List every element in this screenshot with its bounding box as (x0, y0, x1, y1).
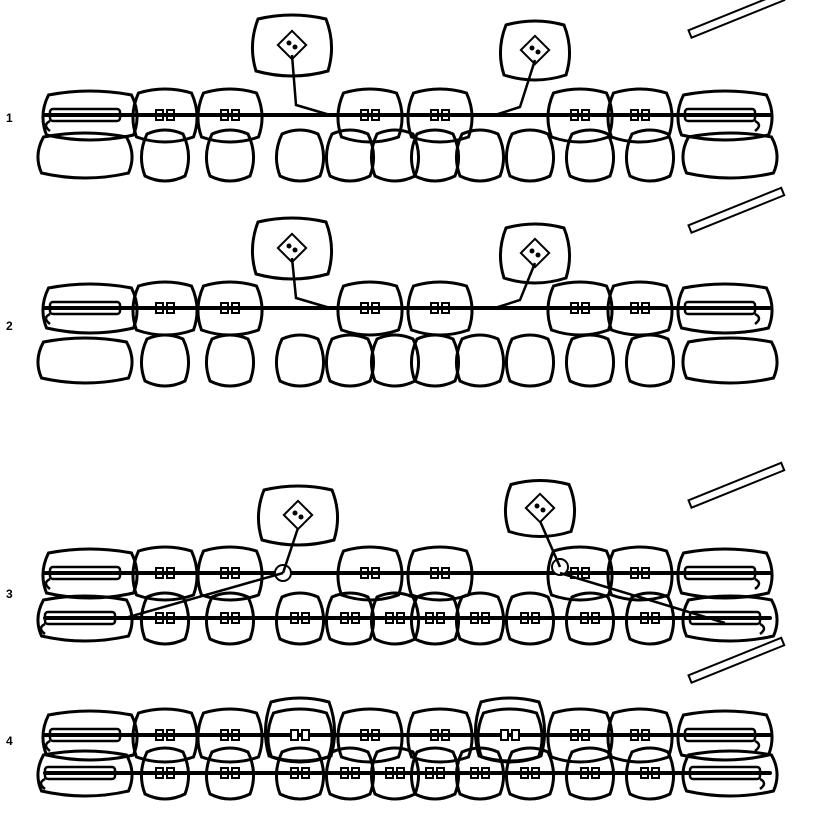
aligned-canine (265, 698, 334, 761)
traction-ligature (283, 528, 298, 573)
stage-label: 2 (6, 319, 13, 333)
lower-tooth (141, 130, 188, 181)
bonded-attachment (278, 234, 306, 262)
bonded-attachment (521, 36, 549, 64)
hook (755, 579, 759, 589)
archwire-sample (689, 188, 785, 233)
hook (755, 741, 759, 751)
hook (46, 579, 50, 589)
hook (41, 779, 45, 789)
traction-ligature (292, 55, 330, 115)
hook (755, 121, 759, 131)
bonded-attachment (521, 239, 549, 267)
upper-arch (43, 547, 772, 600)
archwire-sample (689, 463, 785, 508)
stage-label: 3 (6, 587, 13, 601)
aligned-canine (475, 698, 544, 761)
upper-arch (43, 89, 772, 142)
panel-1: 1 (6, 0, 784, 181)
lower-tooth (206, 130, 253, 181)
archwire-sample (689, 638, 785, 683)
bonded-attachment (284, 501, 312, 529)
hook (760, 779, 764, 789)
lower-tooth (141, 335, 188, 386)
lower-tooth (206, 335, 253, 386)
lower-tooth (506, 335, 553, 386)
stage-label: 4 (6, 734, 13, 748)
lower-tooth (626, 335, 673, 386)
panel-4: 4 (6, 638, 784, 799)
lower-tooth (566, 335, 613, 386)
hook (46, 741, 50, 751)
lower-tooth (326, 335, 373, 386)
archwire-sample (689, 0, 785, 38)
upper-arch (43, 282, 772, 335)
lower-arch (38, 335, 777, 386)
lower-molar (38, 338, 132, 383)
panel-3: 3 (6, 463, 784, 644)
hook (46, 121, 50, 131)
lower-molar (683, 338, 777, 383)
hook (760, 624, 764, 634)
lower-tooth (276, 130, 323, 181)
lower-tooth (456, 335, 503, 386)
bonded-attachment (526, 494, 554, 522)
lower-tooth (506, 130, 553, 181)
hook (755, 314, 759, 324)
bonded-attachment (278, 31, 306, 59)
upper-arch (43, 709, 772, 762)
lower-tooth (276, 335, 323, 386)
traction-ligature (292, 258, 330, 308)
lower-arch (38, 593, 777, 644)
lower-arch (38, 748, 777, 799)
stage-label: 1 (6, 111, 13, 125)
hook (41, 624, 45, 634)
panels-group: 1 2 3 4 (6, 0, 784, 799)
hook (46, 314, 50, 324)
panel-2: 2 (6, 188, 784, 386)
lower-tooth (326, 130, 373, 181)
